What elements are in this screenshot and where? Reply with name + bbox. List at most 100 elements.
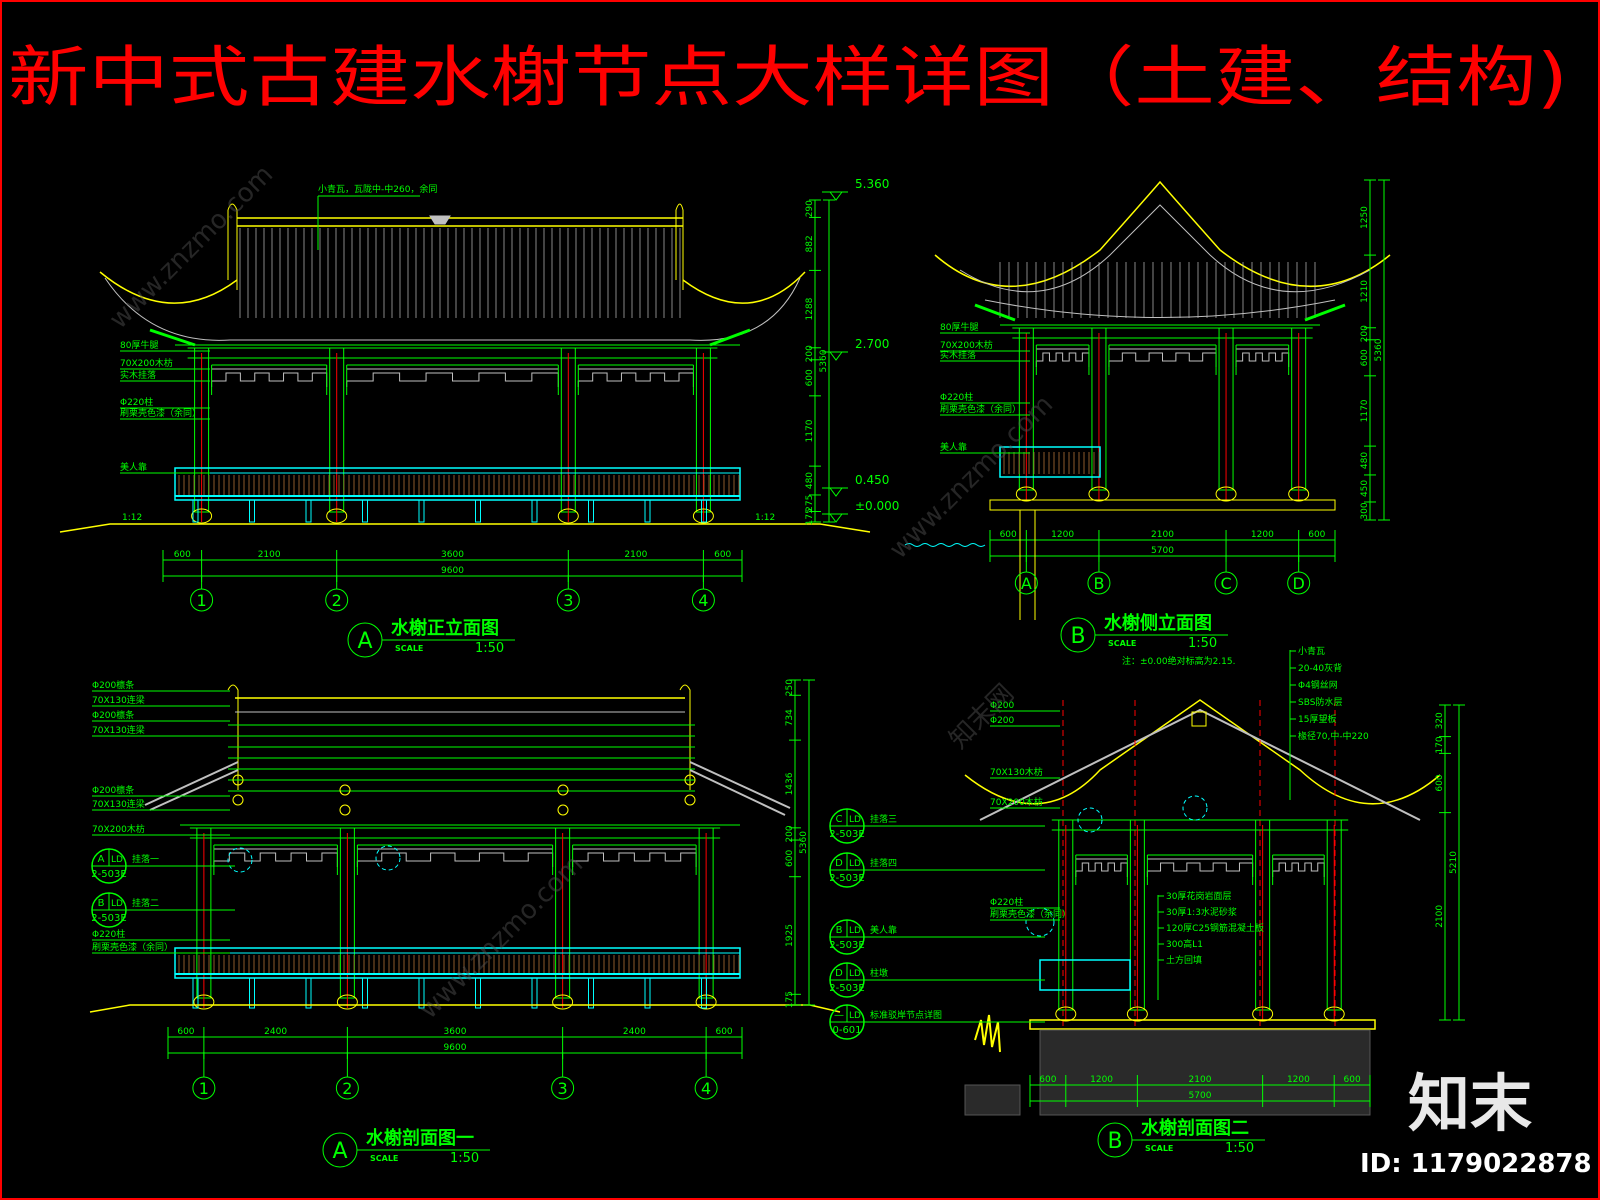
- purlin-section: [232, 794, 244, 806]
- callout-title: 挂落三: [870, 813, 897, 825]
- leader-label: Φ200檩条: [92, 784, 134, 796]
- dimension-label: 600: [1308, 530, 1325, 540]
- section-two-panel: 32017060021005210Φ200Φ20070X130木枋70X200木…: [829, 645, 1465, 1158]
- dimension-label: 1925: [785, 924, 795, 947]
- axis-label: B: [1093, 574, 1104, 593]
- hanging-lattice: [356, 852, 554, 867]
- drawing-title: 新中式古建水榭节点大样详图（土建、结构): [8, 39, 1568, 116]
- view-title: 水榭剖面图二: [1141, 1117, 1249, 1139]
- hanging-lattice: [1235, 352, 1290, 367]
- railing-leg: [644, 499, 651, 523]
- dimension-total: 5360: [799, 831, 809, 854]
- leader-label: 美人靠: [940, 441, 967, 453]
- dimension-label: 2400: [623, 1027, 646, 1037]
- purlin-section: [557, 784, 569, 796]
- detail-reference-circle: [227, 847, 253, 873]
- railing-leg: [362, 499, 368, 523]
- elevation-marker: [822, 351, 848, 361]
- leader-label: 刷栗壳色漆（余同）: [990, 908, 1071, 920]
- dimension-label: 170: [1435, 736, 1445, 753]
- ridge-end: [227, 684, 691, 790]
- leader-label: 实木挂落: [120, 369, 156, 381]
- axis-bubble: [691, 588, 715, 612]
- view-title: 水榭剖面图一: [366, 1127, 474, 1149]
- dimension-total: 5210: [1449, 851, 1459, 874]
- revetment-hatch: [964, 1084, 1021, 1116]
- dimension-label: 200: [1360, 325, 1370, 342]
- view-marker-letter: B: [1107, 1129, 1122, 1154]
- roof-layer-label: 20-40灰背: [1298, 662, 1342, 674]
- callout-code: LD: [849, 815, 861, 825]
- column-base-stone: [1015, 486, 1037, 502]
- dimension-label: 1170: [1360, 399, 1370, 422]
- dimension-label: 734: [785, 709, 795, 726]
- callout-sheet: 2-503E: [829, 873, 864, 884]
- dimension-label: 600: [1344, 1075, 1361, 1085]
- callout-title: 挂落四: [870, 857, 897, 869]
- roof-slope: [144, 761, 791, 816]
- watermark-id: ID: 1179022878: [1360, 1149, 1592, 1179]
- column-base-stone: [191, 508, 213, 524]
- railing-leg: [701, 499, 707, 523]
- dimension-label: 600: [714, 550, 731, 560]
- column-base-stone: [1215, 486, 1237, 502]
- callout-sheet: 2-503E: [91, 869, 126, 880]
- dimension-label: 2100: [258, 550, 281, 560]
- floor-layer-label: 30厚1:3水泥砂浆: [1166, 906, 1237, 918]
- callout-code: LD: [849, 859, 861, 869]
- dimension-label: 200: [785, 825, 795, 842]
- dimension-label: 3600: [444, 1027, 467, 1037]
- floor-layer-label: 土方回填: [1166, 954, 1202, 966]
- view-marker-letter: B: [1070, 624, 1085, 649]
- axis-bubble: [1014, 571, 1038, 595]
- dimension-label: 175: [785, 991, 795, 1008]
- dimension-total: 9600: [441, 566, 464, 576]
- leader-label: Φ200檩条: [92, 709, 134, 721]
- column-base-stone: [1288, 486, 1310, 502]
- dimension-label: 1250: [1360, 206, 1370, 229]
- railing-leg: [192, 499, 199, 523]
- axis-label: 2: [332, 591, 342, 610]
- roof-layer-label: 15厚望板: [1298, 713, 1336, 725]
- leader-label: Φ200: [990, 716, 1015, 726]
- watermark-logo: 知末: [1408, 1067, 1532, 1140]
- column-base-stone: [1323, 1006, 1345, 1022]
- railing-leg: [475, 977, 481, 1009]
- axis-label: 3: [563, 591, 573, 610]
- dimension-total: 5360: [1374, 338, 1384, 361]
- dimension-label: 200: [805, 345, 815, 362]
- leader-label: 刷栗壳色漆（余同）: [940, 403, 1021, 415]
- dimension-label: 480: [1360, 452, 1370, 469]
- axis-label: 2: [342, 1079, 352, 1098]
- column-base-stone: [692, 508, 714, 524]
- dimension-label: 480: [805, 472, 815, 489]
- callout-title: 挂落一: [132, 853, 159, 865]
- column-base-stone: [336, 994, 358, 1010]
- column-base-stone: [193, 994, 215, 1010]
- hanging-lattice: [1146, 862, 1254, 877]
- elevation-marker: [822, 487, 848, 497]
- scale-value: 1:50: [1188, 636, 1217, 651]
- leader-label: 美人靠: [120, 461, 147, 473]
- scale-label: SCALE: [370, 1154, 398, 1163]
- scale-value: 1:50: [475, 641, 504, 656]
- leader-label: Φ220柱: [120, 396, 153, 408]
- elevation-marker: [822, 191, 848, 201]
- axis-label: 1: [199, 1079, 209, 1098]
- dimension-label: 600: [715, 1027, 732, 1037]
- roof-tile-ridge: [959, 204, 1371, 293]
- roof-layer-label: 椽径70,中-中220: [1298, 730, 1369, 742]
- dimension-label: 1210: [1360, 280, 1370, 303]
- platform-slab: [989, 499, 1336, 511]
- railing-leg: [588, 499, 594, 523]
- floor-layer-label: 30厚花岗岩面层: [1166, 890, 1231, 902]
- dimension-label: 1200: [1251, 530, 1274, 540]
- dimension-label: 600: [1000, 530, 1017, 540]
- callout-title: 标准驳岸节点详图: [870, 1009, 942, 1021]
- elevation-value: ±0.000: [855, 499, 899, 513]
- column-base-stone: [1126, 1006, 1148, 1022]
- roof-tile-slope: [979, 708, 1421, 821]
- railing-leg: [249, 499, 255, 523]
